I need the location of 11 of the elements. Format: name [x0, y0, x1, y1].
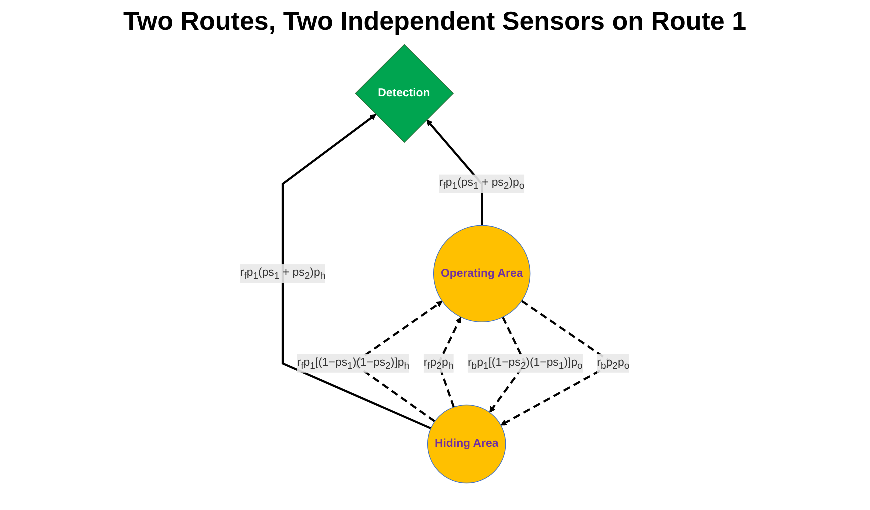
edge-label: r$_{b}$p$_{1}$[(1−ps$_{2}$)(1−ps$_{1}$)]p$_{o}$	[468, 356, 583, 371]
edge-label: r$_{f}$p$_{1}$[(1−ps$_{1}$)(1−ps$_{2}$)]p$_{h}$	[297, 356, 410, 371]
node-circle: Operating Area	[433, 225, 531, 323]
edge-label: r$_{f}$p$_{1}$(ps$_{1}$ + ps$_{2}$)p$_{o}$	[439, 176, 525, 192]
edge-label: r$_{f}$p$_{2}$p$_{h}$	[424, 356, 454, 371]
diagram-title: Two Routes, Two Independent Sensors on Route 1	[122, 6, 748, 37]
edge-label: r$_{b}$p$_{2}$p$_{o}$	[597, 356, 630, 371]
node-diamond: Detection	[355, 44, 454, 144]
arrow	[282, 114, 432, 430]
edge-label: r$_{f}$p$_{1}$(ps$_{1}$ + ps$_{2}$)p$_{h}$	[240, 266, 326, 282]
node-circle: Hiding Area	[427, 404, 506, 484]
